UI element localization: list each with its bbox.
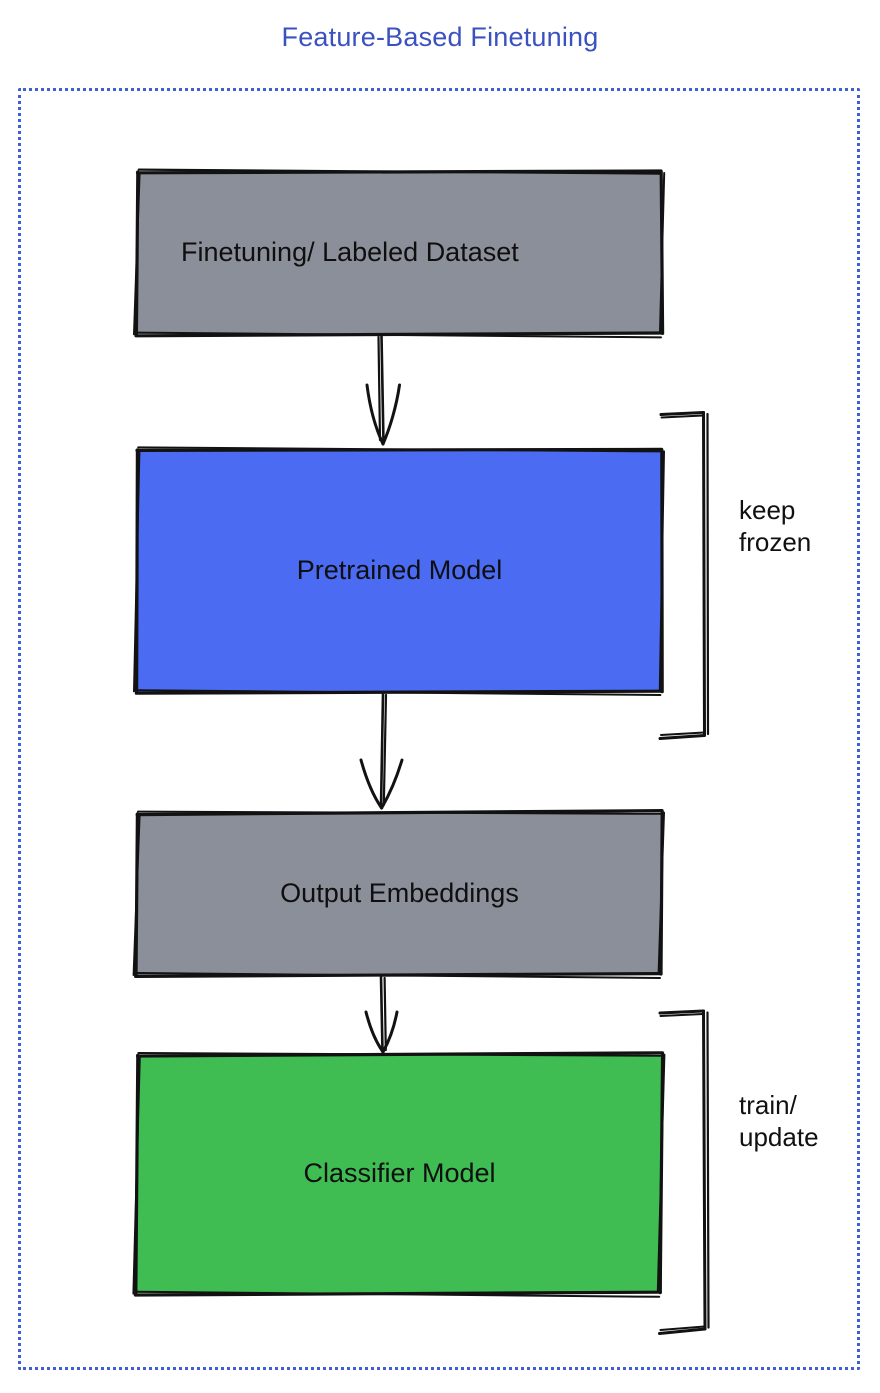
node-label: Finetuning/ Labeled Dataset [181, 237, 519, 268]
node-fill [137, 1055, 662, 1293]
annotation-train-update: train/ update [739, 1090, 819, 1152]
node-output-embeddings[interactable]: Output Embeddings [132, 809, 665, 979]
node-classifier-model[interactable]: Classifier Model [132, 1051, 666, 1298]
dashed-outer-frame [18, 88, 860, 1370]
node-label: Output Embeddings [280, 878, 519, 909]
node-label: Classifier Model [303, 1158, 496, 1189]
node-finetuning-labeled-dataset[interactable]: Finetuning/ Labeled Dataset [133, 168, 666, 339]
node-fill [137, 450, 662, 692]
node-label: Pretrained Model [296, 555, 503, 586]
page-title: Feature-Based Finetuning [281, 22, 599, 52]
annotation-keep-frozen: keep frozen [739, 495, 812, 557]
node-fill [137, 813, 662, 975]
node-fill [137, 172, 662, 334]
node-pretrained-model[interactable]: Pretrained Model [133, 446, 665, 696]
